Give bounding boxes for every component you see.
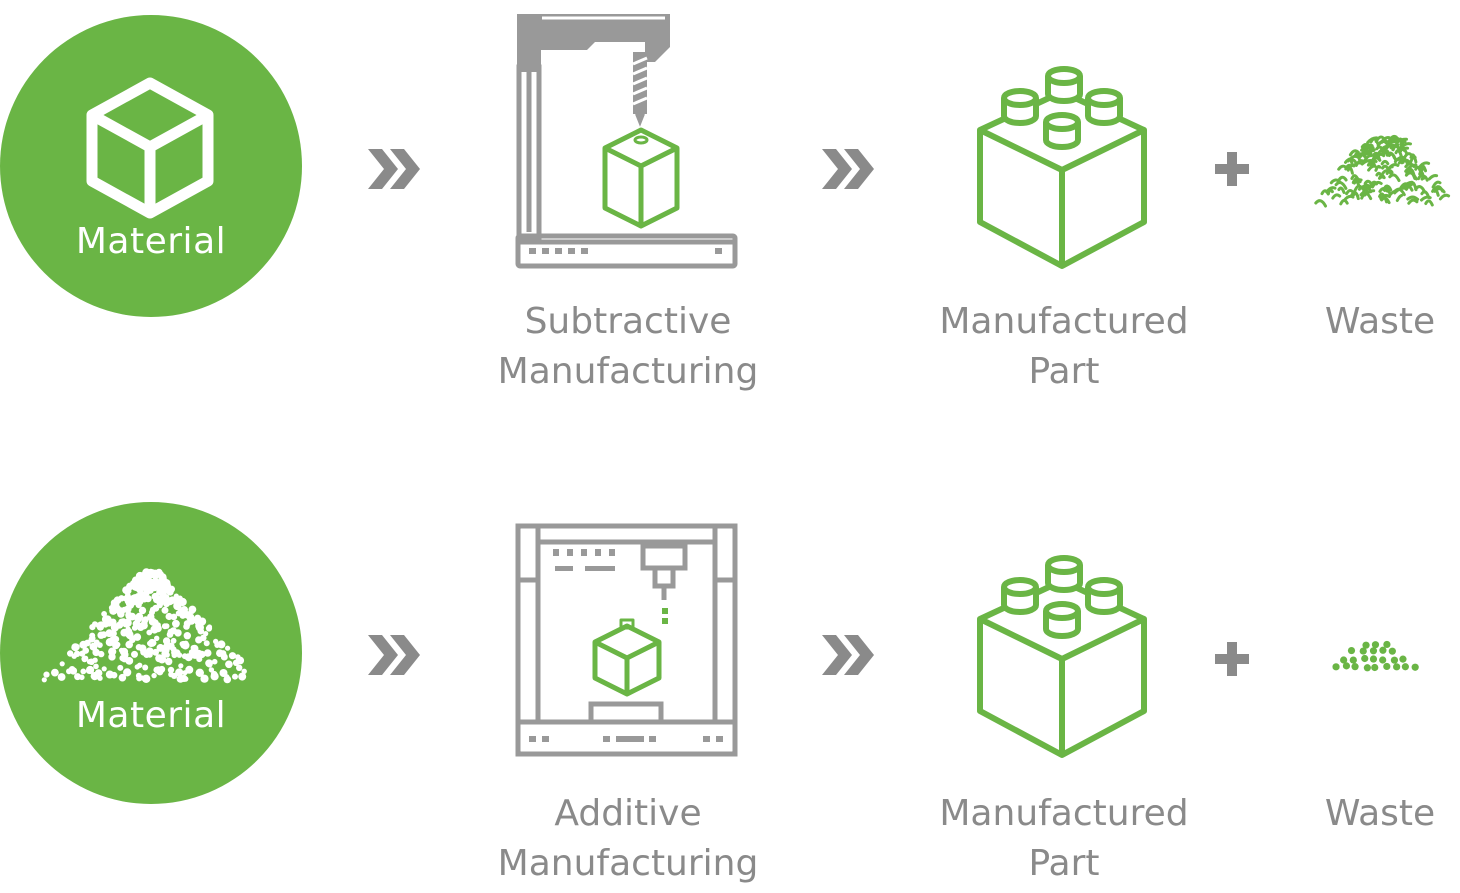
- process-line2: Manufacturing: [497, 351, 759, 392]
- part-caption: Manufactured Part: [930, 297, 1198, 397]
- part-line1: Manufactured: [939, 793, 1189, 834]
- plus-icon: [1215, 152, 1249, 186]
- cube-icon: [86, 77, 214, 219]
- waste-caption: Waste: [1300, 789, 1460, 839]
- double-chevron-icon: [368, 149, 420, 189]
- plus-icon: [1215, 642, 1249, 676]
- double-chevron-icon: [822, 149, 874, 189]
- cnc-mill-icon: [515, 14, 738, 269]
- powder-pile-icon: [41, 568, 247, 684]
- material-label: Material: [75, 221, 227, 262]
- small-pellet-pile-icon: [1332, 640, 1419, 672]
- part-line2: Part: [1028, 351, 1100, 392]
- waste-caption: Waste: [1300, 297, 1460, 347]
- material-circle-subtractive: Material: [0, 15, 302, 317]
- waste-label: Waste: [1324, 301, 1436, 342]
- double-chevron-icon: [368, 635, 420, 675]
- brick-icon: [977, 66, 1147, 269]
- 3d-printer-icon: [515, 523, 738, 757]
- material-circle-additive: Material: [0, 502, 302, 804]
- shavings-pile-icon: [1314, 134, 1451, 208]
- material-label: Material: [75, 695, 227, 736]
- process-line2: Manufacturing: [497, 843, 759, 884]
- process-caption: Subtractive Manufacturing: [490, 297, 766, 397]
- process-caption: Additive Manufacturing: [490, 789, 766, 889]
- process-line1: Subtractive: [524, 301, 732, 342]
- process-line1: Additive: [554, 793, 702, 834]
- part-line1: Manufactured: [939, 301, 1189, 342]
- part-caption: Manufactured Part: [930, 789, 1198, 889]
- waste-label: Waste: [1324, 793, 1436, 834]
- part-line2: Part: [1028, 843, 1100, 884]
- brick-icon: [977, 555, 1147, 758]
- double-chevron-icon: [822, 635, 874, 675]
